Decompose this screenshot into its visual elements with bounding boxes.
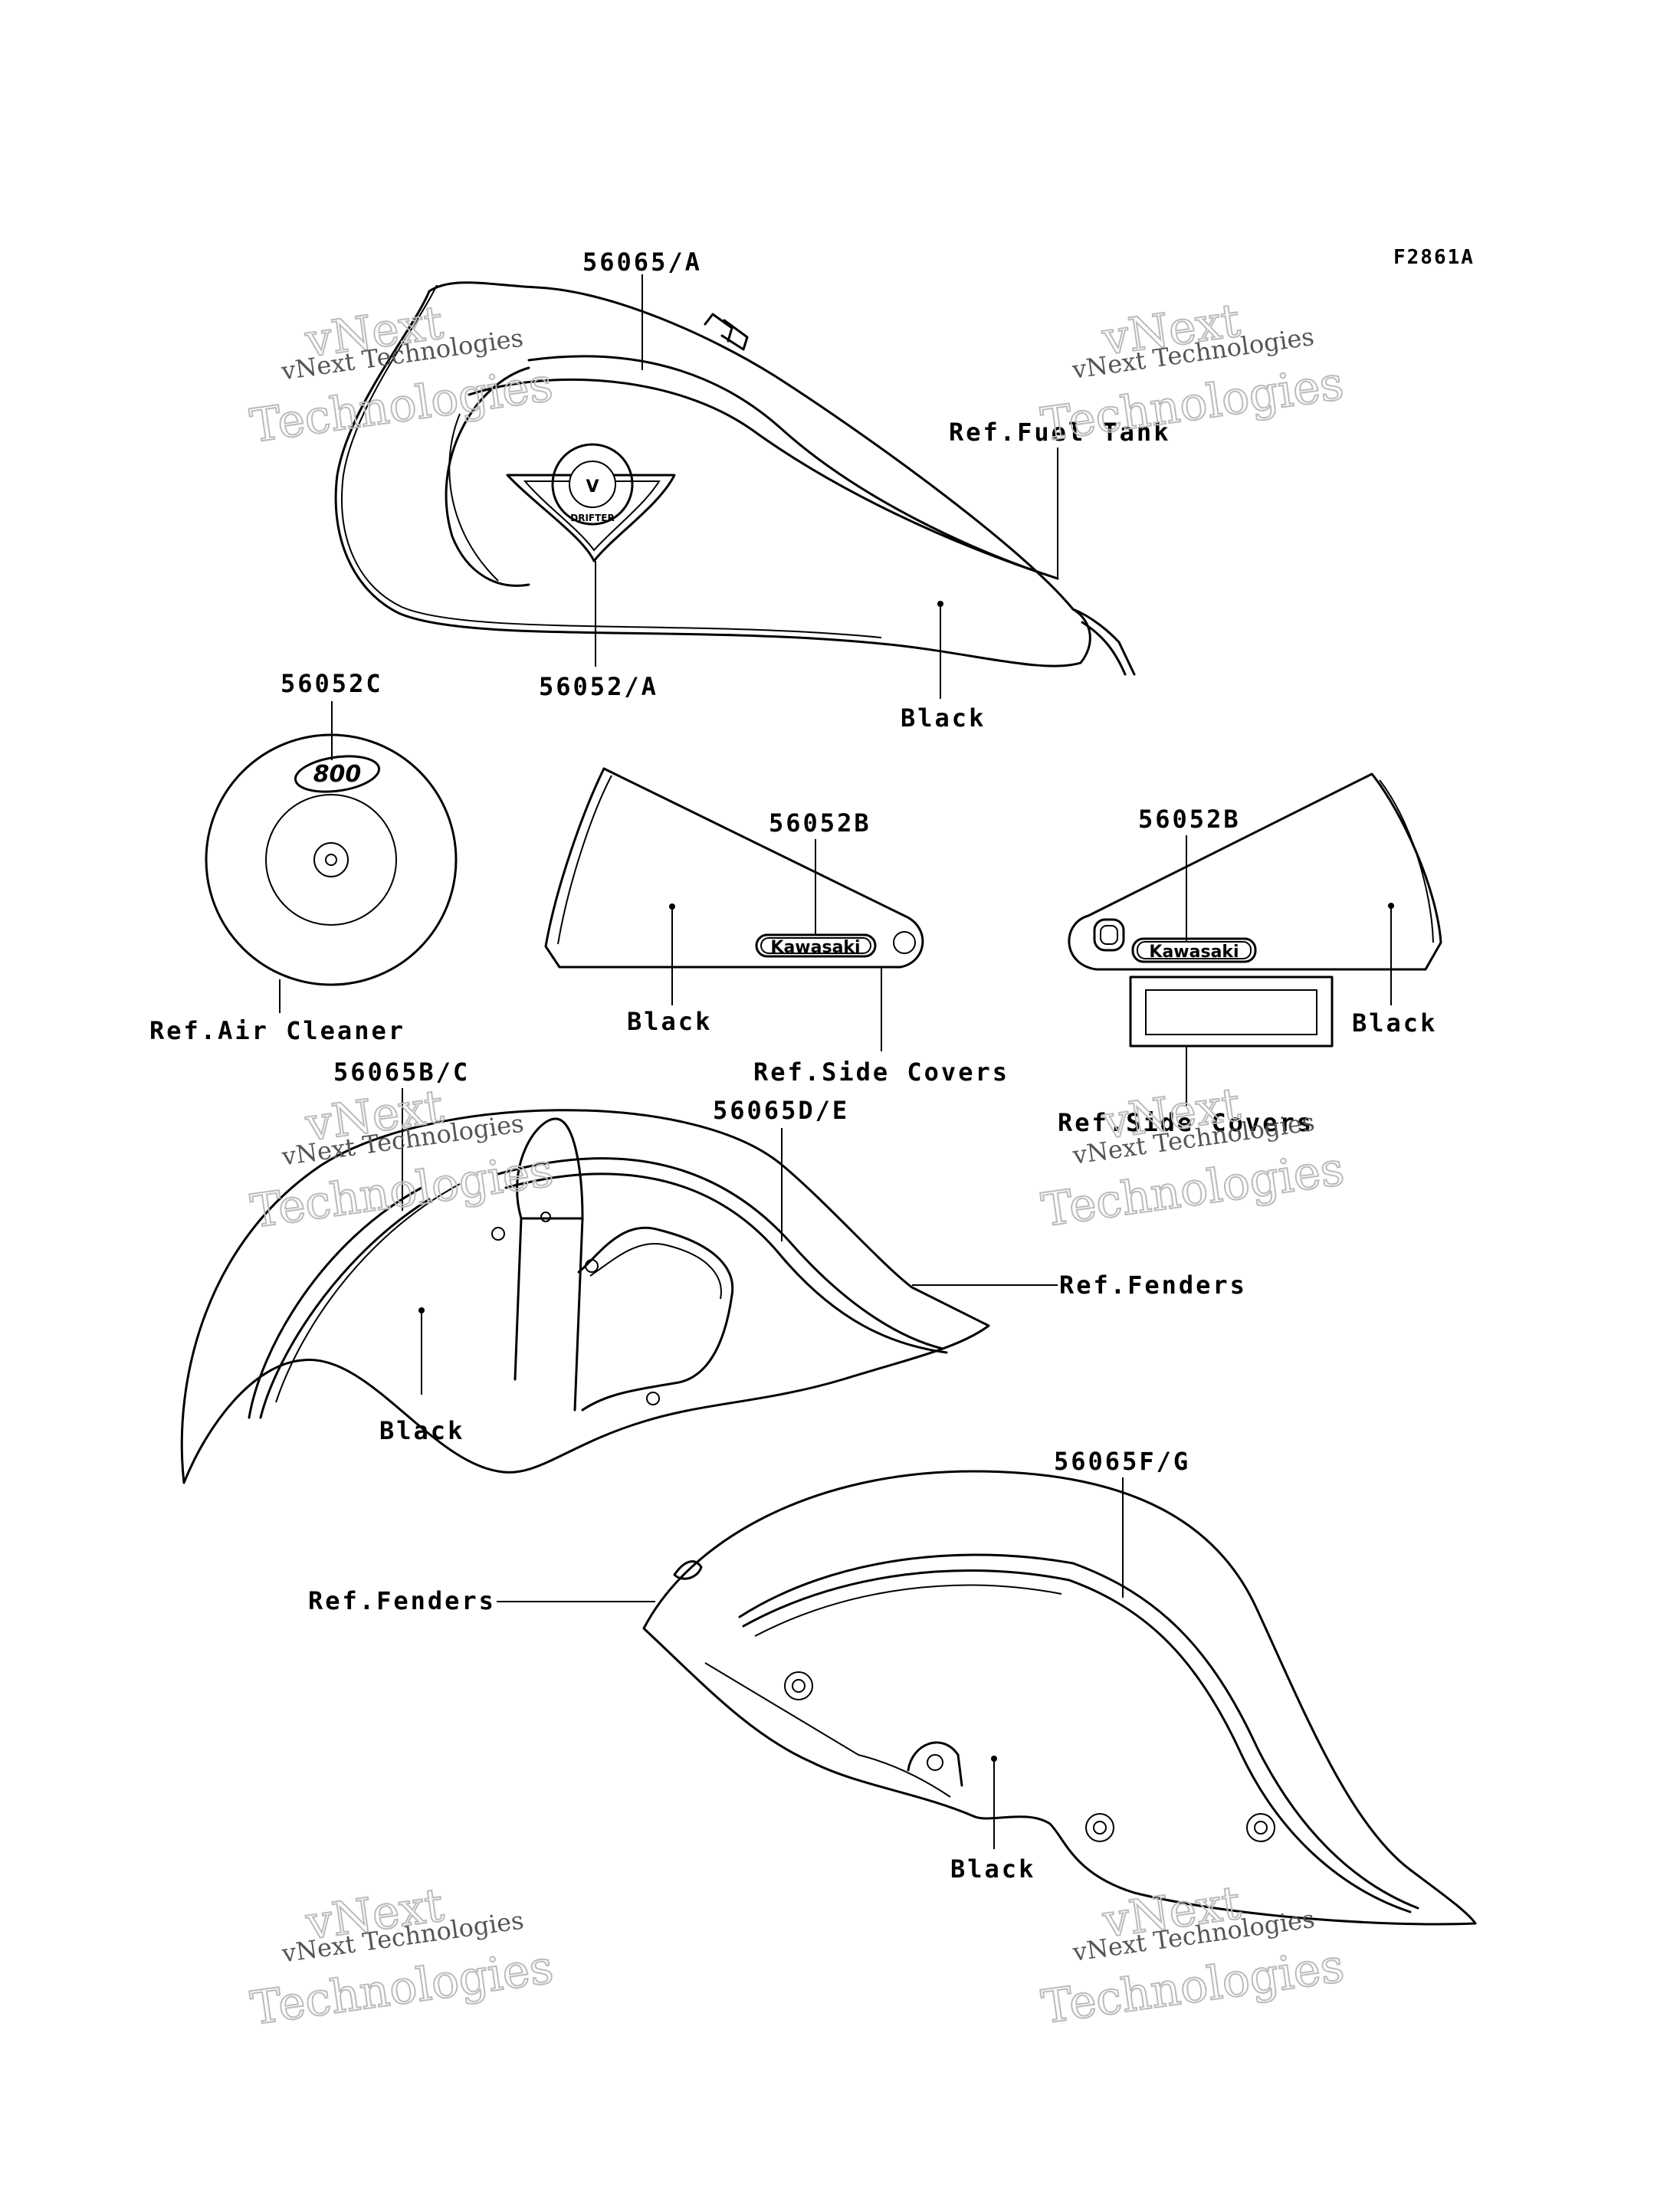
watermark-top-right: vNext vNext Technologies Technologies: [1037, 293, 1347, 453]
watermark-bottom-left: vNext vNext Technologies Technologies: [247, 1877, 557, 2036]
air-cleaner-ref-label: Ref.Air Cleaner: [149, 1016, 405, 1045]
right-cover-ref-label: Ref.Side Covers: [1058, 1108, 1314, 1137]
air-cleaner-badge: 800: [313, 761, 362, 788]
tank-stripe-label: 56065/A: [582, 248, 702, 277]
right-cover-badge: Kawasaki: [1149, 943, 1239, 962]
air-cleaner-part-label: 56052C: [281, 669, 383, 698]
watermark-bottom-right: vNext vNext Technologies Technologies: [1038, 1875, 1348, 2035]
air-cleaner: 800: [205, 733, 458, 986]
front-fender-de-label: 56065D/E: [713, 1096, 849, 1125]
tank-black-label: Black: [901, 703, 986, 733]
front-fender-ref-label: Ref.Fenders: [1059, 1271, 1247, 1300]
right-cover-part-label: 56052B: [1138, 805, 1241, 834]
front-fender-black-label: Black: [379, 1416, 464, 1445]
rear-fender-stripe-label: 56065F/G: [1054, 1447, 1190, 1476]
rear-fender: [642, 1470, 1477, 1926]
figure-code: F2861A: [1393, 246, 1475, 269]
front-fender-bc-label: 56065B/C: [333, 1058, 470, 1087]
left-side-cover: Kawasaki: [544, 767, 924, 969]
watermark-top-left: vNext vNext Technologies Technologies: [246, 295, 556, 454]
left-cover-badge: Kawasaki: [770, 938, 860, 957]
tank-emblem-text: DRIFTER: [570, 513, 615, 523]
watermark-mid-left: vNext vNext Technologies Technologies: [247, 1079, 557, 1239]
fuel-tank-ref-label: Ref.Fuel Tank: [949, 418, 1170, 447]
tank-emblem-letter: V: [586, 477, 599, 497]
fuel-tank: V DRIFTER: [334, 281, 1136, 676]
rear-fender-black-label: Black: [950, 1854, 1035, 1884]
right-cover-black-label: Black: [1352, 1008, 1437, 1038]
right-side-cover: Kawasaki: [1068, 772, 1442, 1048]
left-cover-ref-label: Ref.Side Covers: [753, 1058, 1009, 1087]
rear-fender-ref-label: Ref.Fenders: [308, 1586, 496, 1615]
watermark-mid-right: vNext vNext Technologies Technologies: [1038, 1077, 1348, 1238]
front-fender: [180, 1109, 990, 1484]
left-cover-black-label: Black: [627, 1007, 712, 1036]
tank-emblem-label: 56052/A: [539, 672, 658, 701]
left-cover-part-label: 56052B: [769, 808, 871, 838]
